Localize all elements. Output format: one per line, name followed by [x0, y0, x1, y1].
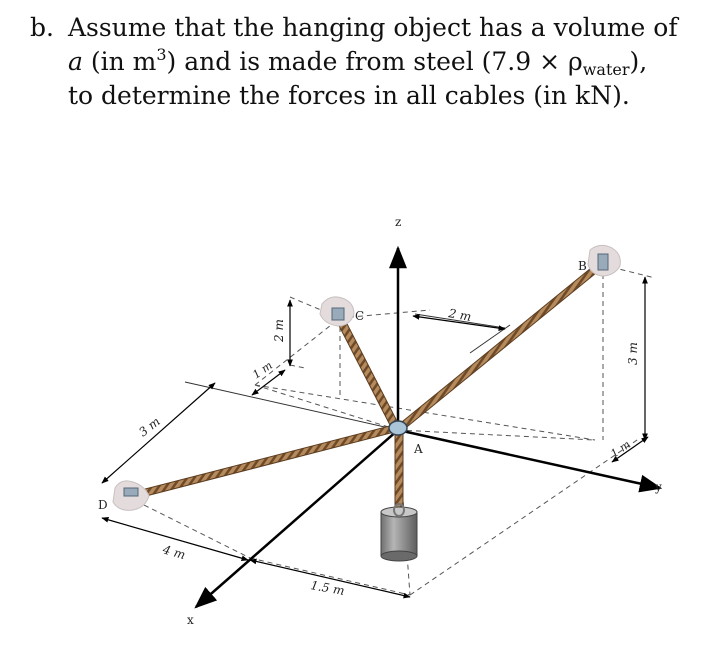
point-D-label: D — [98, 498, 108, 512]
coordinate-axes — [194, 245, 663, 609]
y-axis — [397, 428, 663, 493]
anchor-B — [587, 244, 621, 277]
problem-line-3: to determine the forces in all cables (i… — [68, 81, 630, 110]
line-2-end: ), — [629, 47, 648, 76]
dim-2m-vertical: 2 m — [272, 319, 286, 343]
dim-3m-right: 3 m — [626, 342, 640, 365]
variable-a: a — [68, 47, 83, 76]
anchor-C — [319, 296, 355, 327]
y-axis-label: y — [654, 480, 662, 494]
z-axis-label: z — [395, 215, 401, 229]
dim-1-5m: 1.5 m — [309, 578, 345, 598]
point-A-label: A — [413, 442, 423, 456]
rho-subscript: water — [582, 60, 630, 79]
dimension-arrows — [101, 276, 649, 599]
unit-exponent: 3 — [156, 45, 167, 64]
ring-A — [388, 420, 408, 436]
problem-line-2: a (in m3) and is made from steel (7.9 × … — [68, 44, 647, 80]
dim-1m-left: 1 m — [250, 359, 275, 382]
point-B-label: B — [578, 259, 587, 273]
x-axis — [194, 429, 399, 609]
x-axis-label: x — [187, 613, 194, 627]
hanging-cylinder — [380, 503, 418, 562]
point-C-label: C — [355, 309, 364, 323]
unit-close: ) and is made from steel (7.9 × ρ — [166, 47, 583, 76]
problem-label: b. — [30, 13, 54, 42]
cables — [128, 258, 608, 517]
dim-4m: 4 m — [160, 542, 187, 562]
problem-line-1: Assume that the hanging object has a vol… — [68, 13, 678, 42]
anchor-D — [112, 480, 150, 511]
dim-2m-top: 2 m — [446, 306, 472, 324]
unit-open: (in m — [82, 47, 157, 76]
dim-3m-left: 3 m — [136, 414, 163, 439]
